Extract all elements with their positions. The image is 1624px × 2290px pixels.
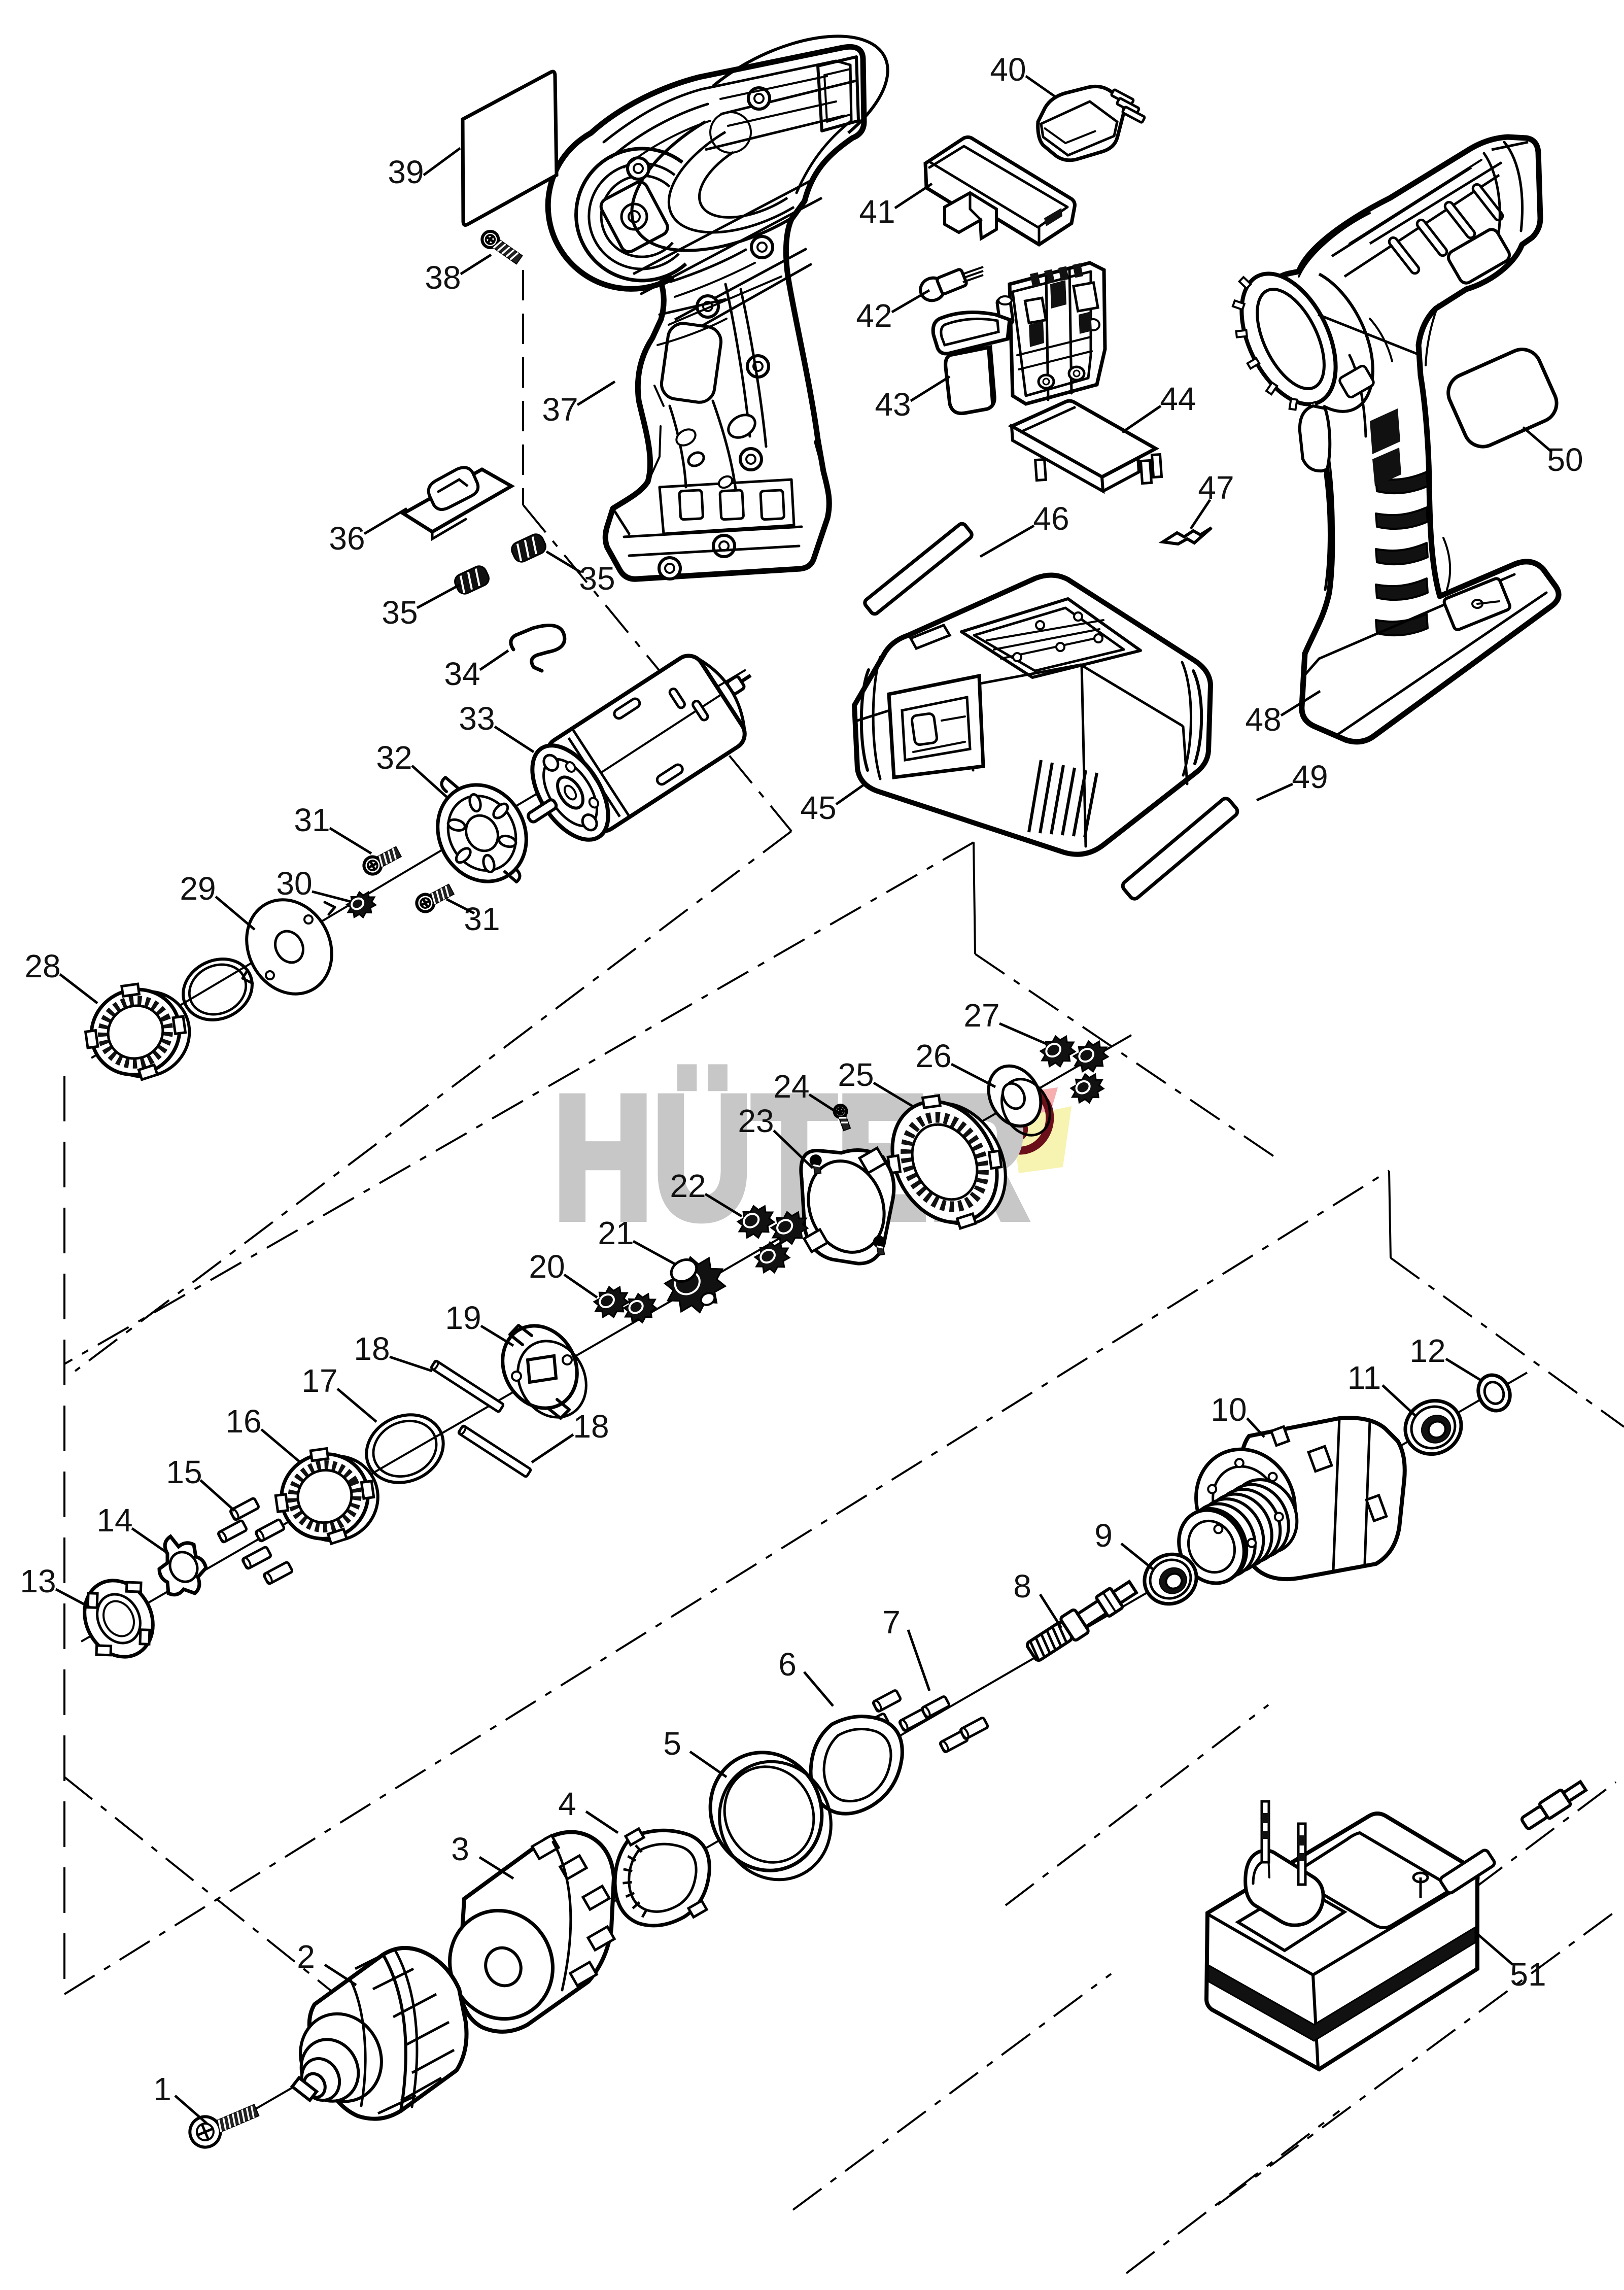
svg-text:34: 34 (444, 656, 480, 692)
svg-text:29: 29 (180, 870, 216, 907)
svg-text:1: 1 (153, 2071, 171, 2107)
svg-text:26: 26 (915, 1038, 951, 1074)
svg-text:41: 41 (859, 193, 895, 230)
svg-text:18: 18 (354, 1330, 390, 1367)
svg-text:37: 37 (542, 391, 578, 428)
svg-text:25: 25 (838, 1056, 874, 1093)
svg-text:31: 31 (294, 802, 330, 838)
svg-text:40: 40 (990, 51, 1026, 88)
svg-text:39: 39 (388, 154, 424, 190)
svg-text:23: 23 (738, 1103, 774, 1139)
svg-text:12: 12 (1409, 1332, 1445, 1369)
svg-text:51: 51 (1510, 1956, 1546, 1993)
svg-text:30: 30 (276, 865, 312, 902)
svg-text:50: 50 (1547, 441, 1583, 478)
svg-text:44: 44 (1160, 381, 1196, 417)
svg-text:47: 47 (1198, 469, 1234, 506)
svg-text:27: 27 (963, 997, 999, 1034)
svg-text:2: 2 (297, 1938, 315, 1975)
svg-text:9: 9 (1094, 1517, 1113, 1554)
svg-text:14: 14 (96, 1502, 132, 1539)
svg-text:4: 4 (558, 1786, 576, 1822)
svg-text:11: 11 (1347, 1359, 1381, 1396)
svg-text:33: 33 (459, 700, 495, 737)
svg-text:10: 10 (1211, 1391, 1247, 1428)
svg-text:31: 31 (464, 901, 500, 937)
svg-text:18: 18 (573, 1408, 609, 1445)
svg-text:24: 24 (773, 1068, 809, 1105)
svg-text:19: 19 (445, 1300, 481, 1336)
svg-text:15: 15 (166, 1454, 202, 1490)
svg-text:46: 46 (1033, 500, 1069, 537)
svg-text:32: 32 (376, 739, 412, 776)
svg-text:38: 38 (425, 259, 461, 296)
svg-text:22: 22 (670, 1168, 706, 1204)
svg-text:48: 48 (1245, 701, 1281, 738)
svg-text:35: 35 (382, 594, 418, 631)
svg-text:16: 16 (225, 1403, 261, 1440)
svg-text:6: 6 (778, 1646, 797, 1683)
svg-text:35: 35 (579, 560, 615, 597)
svg-text:20: 20 (529, 1248, 565, 1285)
svg-text:3: 3 (451, 1831, 469, 1867)
svg-text:42: 42 (856, 297, 892, 334)
svg-text:17: 17 (301, 1362, 337, 1399)
svg-text:28: 28 (24, 948, 60, 984)
svg-text:45: 45 (800, 790, 836, 826)
svg-text:13: 13 (20, 1563, 56, 1599)
svg-text:8: 8 (1013, 1568, 1031, 1604)
svg-text:7: 7 (882, 1604, 901, 1640)
svg-text:49: 49 (1292, 759, 1328, 795)
svg-text:36: 36 (329, 520, 365, 557)
svg-text:5: 5 (663, 1725, 681, 1762)
svg-text:21: 21 (598, 1215, 634, 1251)
svg-text:43: 43 (875, 386, 911, 423)
